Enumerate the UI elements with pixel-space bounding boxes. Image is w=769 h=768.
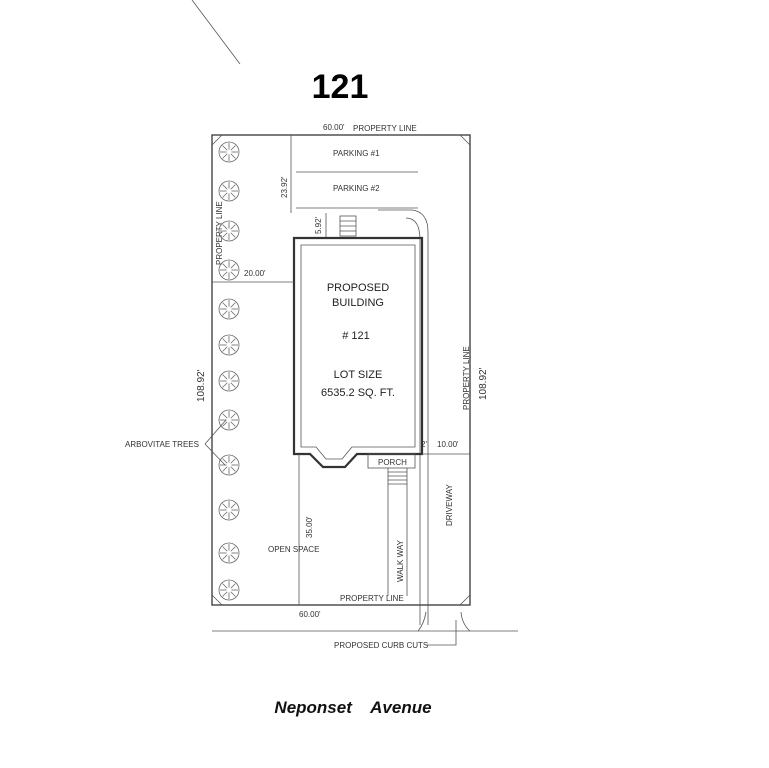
tree-pointer-lines xyxy=(204,419,227,466)
porch-gap-dim: 2' xyxy=(421,440,427,449)
driveway-curve xyxy=(378,209,429,625)
tree-icon xyxy=(218,542,240,564)
parking-depth-dim: 23.92' xyxy=(280,176,289,198)
lot-size-label: LOT SIZE xyxy=(334,369,383,381)
lot-boundary xyxy=(211,134,471,606)
building-line1: PROPOSED xyxy=(327,282,389,294)
front-setback-dim: 35.00' xyxy=(305,516,314,538)
arbovitae-trees xyxy=(218,141,240,601)
curb-cut-right xyxy=(460,611,471,632)
curb-cuts-label: PROPOSED CURB CUTS xyxy=(334,641,428,650)
tree-icon xyxy=(218,334,240,356)
tree-icon xyxy=(218,454,240,476)
building-outline xyxy=(292,236,424,469)
left-depth-dim: 108.92' xyxy=(196,369,207,402)
open-space-label: OPEN SPACE xyxy=(268,545,319,554)
parking2-label: PARKING #2 xyxy=(333,184,380,193)
building-number: # 121 xyxy=(342,330,370,342)
street-name: Neponset Avenue xyxy=(274,698,431,717)
rear-steps-treads xyxy=(340,220,356,232)
walkway xyxy=(387,468,408,596)
curb-cut-pointer xyxy=(426,620,457,646)
parking1-label: PARKING #1 xyxy=(333,149,380,158)
building-line2: BUILDING xyxy=(332,297,384,309)
rear-gap-dim: 5.92' xyxy=(314,216,323,234)
building-inner xyxy=(300,244,416,460)
tree-icon xyxy=(218,370,240,392)
tree-icon xyxy=(218,180,240,202)
right-depth-dim: 108.92' xyxy=(478,367,489,400)
tree-icon xyxy=(218,259,240,281)
corner-ticks xyxy=(211,134,471,606)
curb-cut-left xyxy=(417,611,427,632)
lot-size-value: 6535.2 SQ. FT. xyxy=(321,387,395,399)
tree-icon xyxy=(218,579,240,601)
tree-icon xyxy=(218,499,240,521)
right-setback-dim: 10.00' xyxy=(437,440,459,449)
top-property-line-label: PROPERTY LINE xyxy=(353,124,417,133)
side-setback-dim: 20.00' xyxy=(244,269,266,278)
bottom-property-line-label: PROPERTY LINE xyxy=(340,594,404,603)
right-property-line-label: PROPERTY LINE xyxy=(462,346,471,410)
driveway-label: DRIVEWAY xyxy=(445,484,454,526)
tree-icon xyxy=(218,141,240,163)
walkway-steps xyxy=(388,471,407,485)
walkway-label: WALK WAY xyxy=(396,539,405,582)
tree-icon xyxy=(218,409,240,431)
porch-label: PORCH xyxy=(378,458,407,467)
tree-icon xyxy=(218,220,240,242)
corner-line xyxy=(191,0,241,65)
arbovitae-label: ARBOVITAE TREES xyxy=(125,440,199,449)
porch xyxy=(367,453,416,469)
bottom-width-dim: 60.00' xyxy=(299,610,321,619)
page-title: 121 xyxy=(312,68,369,106)
top-width-dim: 60.00' xyxy=(323,123,345,132)
tree-icon xyxy=(218,298,240,320)
